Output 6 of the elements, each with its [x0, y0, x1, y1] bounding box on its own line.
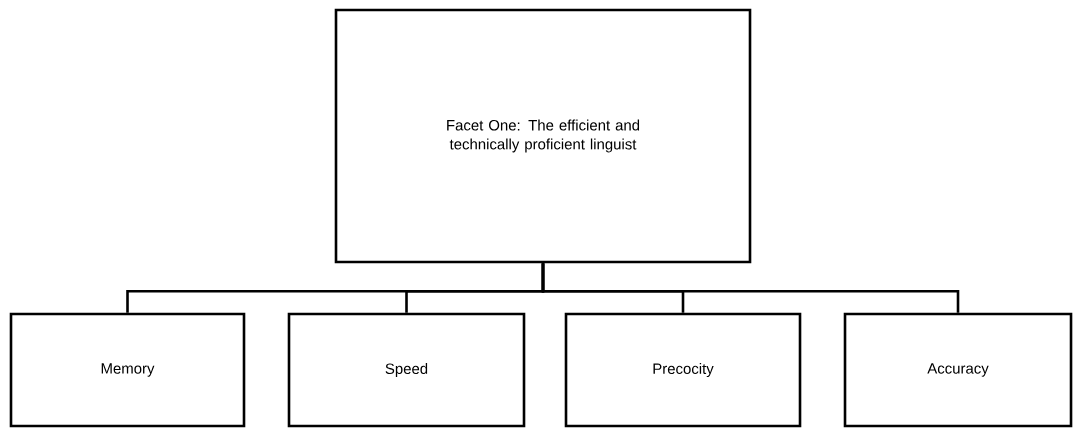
- box: Accuracy: [843, 312, 1073, 428]
- box: Memory: [9, 312, 246, 428]
- connector: [541, 263, 960, 313]
- box: Facet One: The efficient and technically proficient linguist: [334, 8, 752, 264]
- box: Speed: [287, 312, 526, 428]
- box: Precocity: [564, 312, 802, 428]
